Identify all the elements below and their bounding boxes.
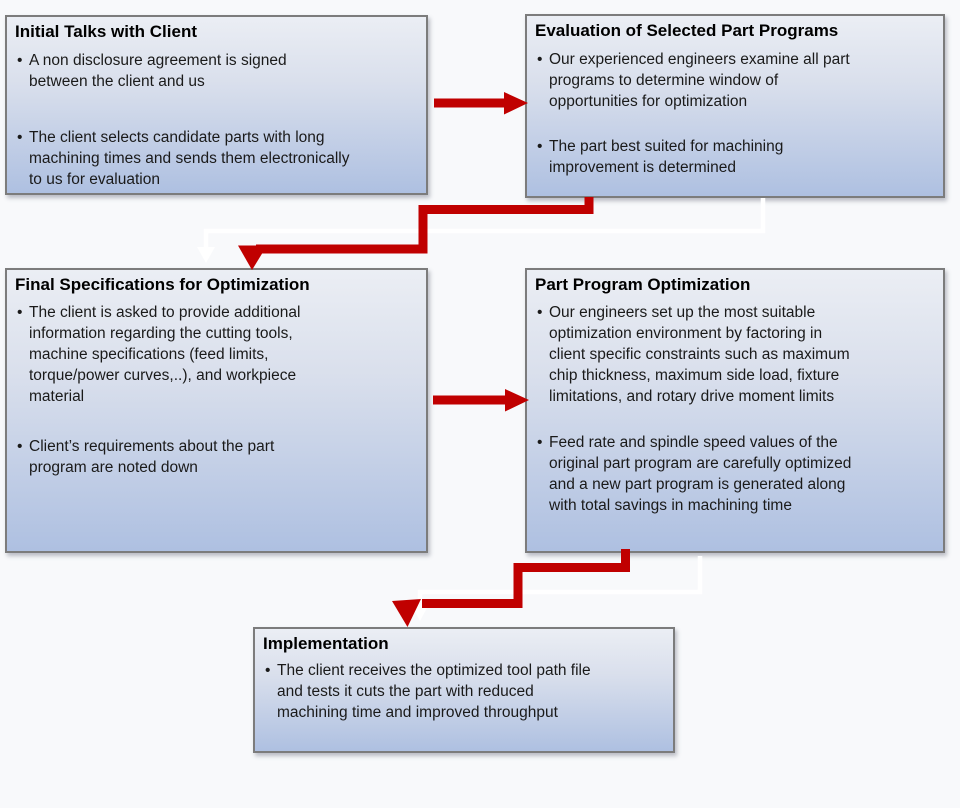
- bullet-text: Feed rate and spindle speed values of th…: [549, 434, 852, 514]
- ghost-connector-optimization-to-implementation: [417, 556, 703, 607]
- flow-box-part-program-optimization: Part Program Optimization • Our engineer…: [525, 268, 945, 553]
- bullet-icon: •: [537, 434, 543, 451]
- bullet-text: Our experienced engineers examine all pa…: [549, 51, 850, 110]
- list-item: • Our engineers set up the most suitable…: [533, 302, 935, 407]
- list-item: • Feed rate and spindle speed values of …: [533, 432, 935, 516]
- bullet-text: A non disclosure agreement is signed bet…: [29, 52, 287, 90]
- ghost-arrowhead-down-icon: [412, 606, 428, 621]
- bullet-text: Client’s requirements about the part pro…: [29, 438, 275, 476]
- list-item: • The client selects candidate parts wit…: [13, 127, 418, 190]
- ghost-connector-evaluation-to-final-specs: [203, 198, 766, 248]
- bullet-text: The part best suited for machining impro…: [549, 138, 784, 176]
- elbow-connector-evaluation-to-final-specs: [256, 197, 594, 254]
- bullet-icon: •: [537, 138, 543, 155]
- bullet-text: Our engineers set up the most suitable o…: [549, 304, 850, 405]
- box-title: Implementation: [263, 634, 389, 653]
- ghost-arrowhead-down-icon: [197, 247, 215, 263]
- bullet-icon: •: [17, 52, 23, 69]
- box-title: Final Specifications for Optimization: [15, 275, 310, 294]
- flow-box-final-specifications: Final Specifications for Optimization • …: [5, 268, 428, 553]
- arrow-right-specs-to-optimization-icon: [433, 389, 529, 412]
- bullet-icon: •: [265, 662, 271, 679]
- list-item: • The client receives the optimized tool…: [261, 660, 665, 723]
- flow-box-implementation: Implementation • The client receives the…: [253, 627, 675, 753]
- bullet-text: The client is asked to provide additiona…: [29, 304, 301, 405]
- list-item: • The part best suited for machining imp…: [533, 136, 935, 178]
- box-title: Evaluation of Selected Part Programs: [535, 21, 839, 40]
- elbow-connector-optimization-to-implementation: [422, 549, 630, 608]
- list-item: • Our experienced engineers examine all …: [533, 49, 935, 112]
- bullet-text: The client receives the optimized tool p…: [277, 662, 591, 721]
- box-title: Part Program Optimization: [535, 275, 751, 294]
- box-title: Initial Talks with Client: [15, 22, 197, 41]
- bullet-text: The client selects candidate parts with …: [29, 129, 350, 188]
- bullet-icon: •: [17, 304, 23, 321]
- flow-box-initial-talks: Initial Talks with Client • A non disclo…: [5, 15, 428, 195]
- flow-box-evaluation: Evaluation of Selected Part Programs • O…: [525, 14, 945, 198]
- bullet-icon: •: [537, 304, 543, 321]
- bullet-icon: •: [537, 51, 543, 68]
- list-item: • A non disclosure agreement is signed b…: [13, 50, 418, 92]
- arrowhead-down-final-specs-icon: [238, 245, 267, 270]
- arrow-right-initial-to-evaluation-icon: [434, 92, 528, 115]
- bullet-icon: •: [17, 438, 23, 455]
- list-item: • The client is asked to provide additio…: [13, 302, 418, 407]
- arrowhead-down-implementation-icon: [392, 599, 421, 627]
- bullet-icon: •: [17, 129, 23, 146]
- list-item: • Client’s requirements about the part p…: [13, 436, 418, 478]
